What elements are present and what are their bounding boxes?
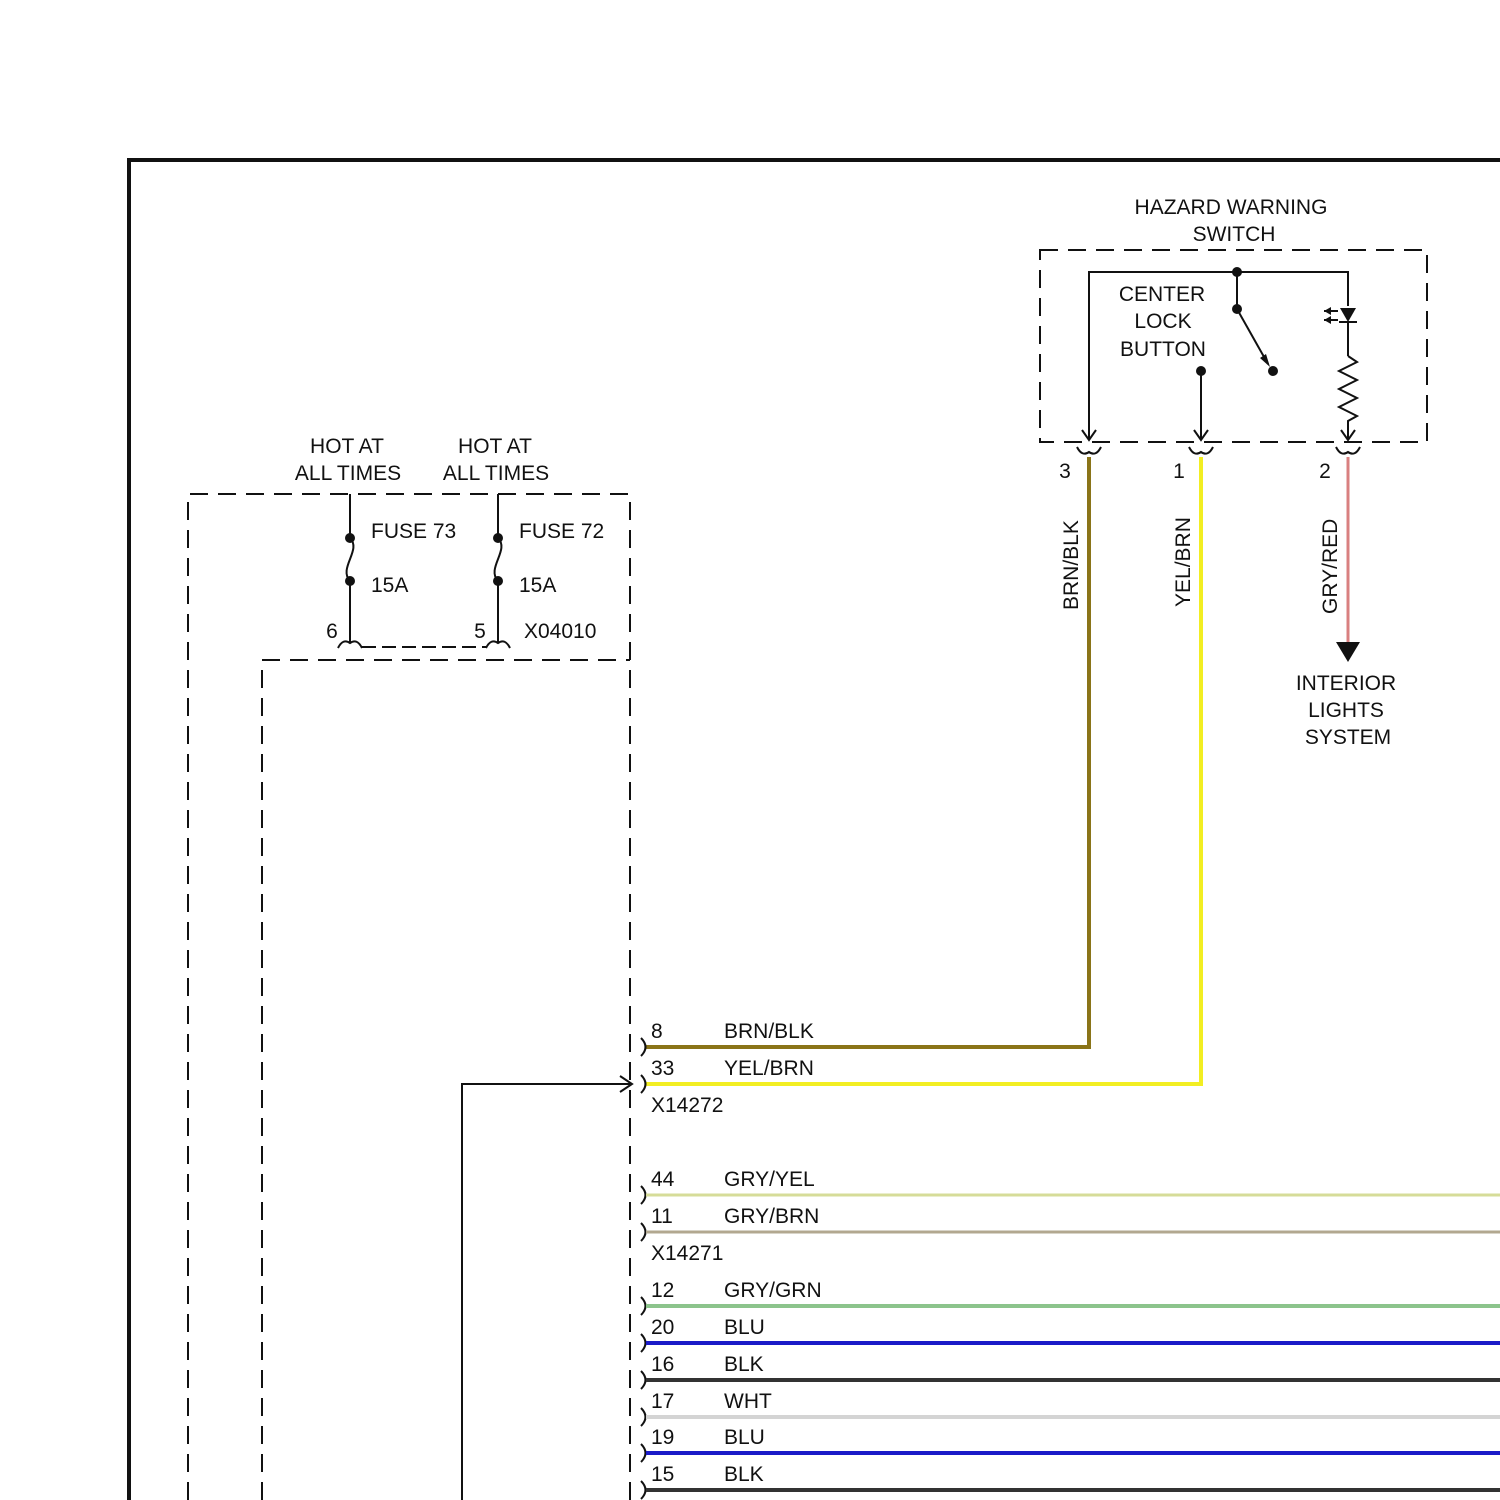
interior-lights-label-line3: SYSTEM <box>1305 726 1391 749</box>
wire-label-gry-red: GRY/RED <box>1319 519 1342 614</box>
wire-brn-blk <box>646 457 1089 1047</box>
pin-number: 12 <box>651 1279 674 1302</box>
connector-cup <box>641 1297 646 1315</box>
connector-label: X14271 <box>651 1242 723 1265</box>
fuse-icon <box>347 538 354 581</box>
connector-cup <box>641 1481 646 1499</box>
fuse-72-rating: 15A <box>519 574 556 597</box>
wire-color-label: GRY/GRN <box>724 1279 822 1302</box>
switch-blade <box>1237 309 1268 364</box>
pin-number: 19 <box>651 1426 674 1449</box>
internal-feed-wire <box>462 1084 630 1500</box>
connector-cup-pin1 <box>1189 447 1213 454</box>
connector-cup <box>641 1408 646 1426</box>
wire-color-label: BLK <box>724 1353 764 1376</box>
hazard-switch-title-line2: SWITCH <box>1193 223 1276 246</box>
pin-number: 20 <box>651 1316 674 1339</box>
wire-yel-brn <box>646 457 1201 1084</box>
led-icon <box>1324 307 1357 324</box>
fuse-connector-label: X04010 <box>524 620 596 643</box>
connector-cup <box>641 1075 646 1093</box>
wire-color-label: YEL/BRN <box>724 1057 814 1080</box>
switch-contact-dot <box>1268 366 1278 376</box>
hot-at-label: HOT AT <box>458 435 532 458</box>
wire-color-label: GRY/YEL <box>724 1168 815 1191</box>
connector-x14271: 44 GRY/YEL 11 GRY/BRN X14271 <box>641 1168 1500 1265</box>
fuse-icon <box>495 538 502 581</box>
wire-color-label: BLU <box>724 1316 765 1339</box>
switch-blade-arrow <box>1260 354 1270 367</box>
interior-lights-arrow-icon <box>1336 642 1360 662</box>
connector-cup <box>641 1371 646 1389</box>
hazard-switch-title-line1: HAZARD WARNING <box>1135 196 1328 219</box>
center-lock-label-line2: LOCK <box>1134 310 1191 333</box>
fuse-block-inner-outline <box>262 660 630 1500</box>
pin-number: 17 <box>651 1390 674 1413</box>
hazard-warning-switch: HAZARD WARNING SWITCH CENTER LOCK BUTTON <box>1040 196 1427 483</box>
interior-lights-label-line2: LIGHTS <box>1308 699 1384 722</box>
pin-number: 16 <box>651 1353 674 1376</box>
center-lock-label-line1: CENTER <box>1119 283 1205 306</box>
fuse-73-rating: 15A <box>371 574 408 597</box>
hot-at-label: HOT AT <box>310 435 384 458</box>
pin-number: 5 <box>474 620 486 643</box>
wire-color-label: GRY/BRN <box>724 1205 819 1228</box>
connector-cup <box>641 1334 646 1352</box>
connector-cup-pin2 <box>1336 447 1360 454</box>
resistor-icon <box>1339 356 1357 440</box>
wire-color-label: WHT <box>724 1390 772 1413</box>
hot-at-label: ALL TIMES <box>295 462 401 485</box>
pin-number: 11 <box>651 1205 673 1228</box>
wire-color-label: BRN/BLK <box>724 1020 814 1043</box>
connector-cup <box>641 1444 646 1462</box>
wire-color-label: BLU <box>724 1426 765 1449</box>
wire-label-yel-brn: YEL/BRN <box>1172 517 1195 607</box>
pin-number: 44 <box>651 1168 675 1191</box>
connector-cup-pin6 <box>338 641 362 648</box>
pin-number: 8 <box>651 1020 663 1043</box>
fuse-73-name: FUSE 73 <box>371 520 456 543</box>
pin-number: 15 <box>651 1463 674 1486</box>
hazard-switch-box <box>1040 250 1427 442</box>
interior-lights-label-line1: INTERIOR <box>1296 672 1396 695</box>
pin-number: 2 <box>1319 460 1331 483</box>
wire-label-brn-blk: BRN/BLK <box>1060 520 1083 610</box>
connector-cup-pin3 <box>1077 447 1101 454</box>
pin-number: 6 <box>326 620 338 643</box>
connector-cup <box>641 1186 646 1204</box>
connector-x14272: 8 BRN/BLK 33 YEL/BRN X14272 <box>641 1020 814 1117</box>
hot-at-label: ALL TIMES <box>443 462 549 485</box>
center-lock-label-line3: BUTTON <box>1120 338 1206 361</box>
pin-number: 33 <box>651 1057 674 1080</box>
pin-number: 3 <box>1059 460 1071 483</box>
pin-number: 1 <box>1173 460 1185 483</box>
lower-wire-group: 12 GRY/GRN 20 BLU 16 BLK 17 WHT 19 BLU 1… <box>641 1279 1500 1499</box>
fuse-block-outline <box>188 494 630 1500</box>
connector-cup <box>641 1038 646 1056</box>
wire-color-label: BLK <box>724 1463 764 1486</box>
fuse-72-name: FUSE 72 <box>519 520 604 543</box>
connector-cup <box>641 1223 646 1241</box>
connector-label: X14272 <box>651 1094 723 1117</box>
fuse-block: HOT AT ALL TIMES HOT AT ALL TIMES FUSE 7… <box>188 435 630 1500</box>
connector-cup-pin5 <box>486 641 510 648</box>
